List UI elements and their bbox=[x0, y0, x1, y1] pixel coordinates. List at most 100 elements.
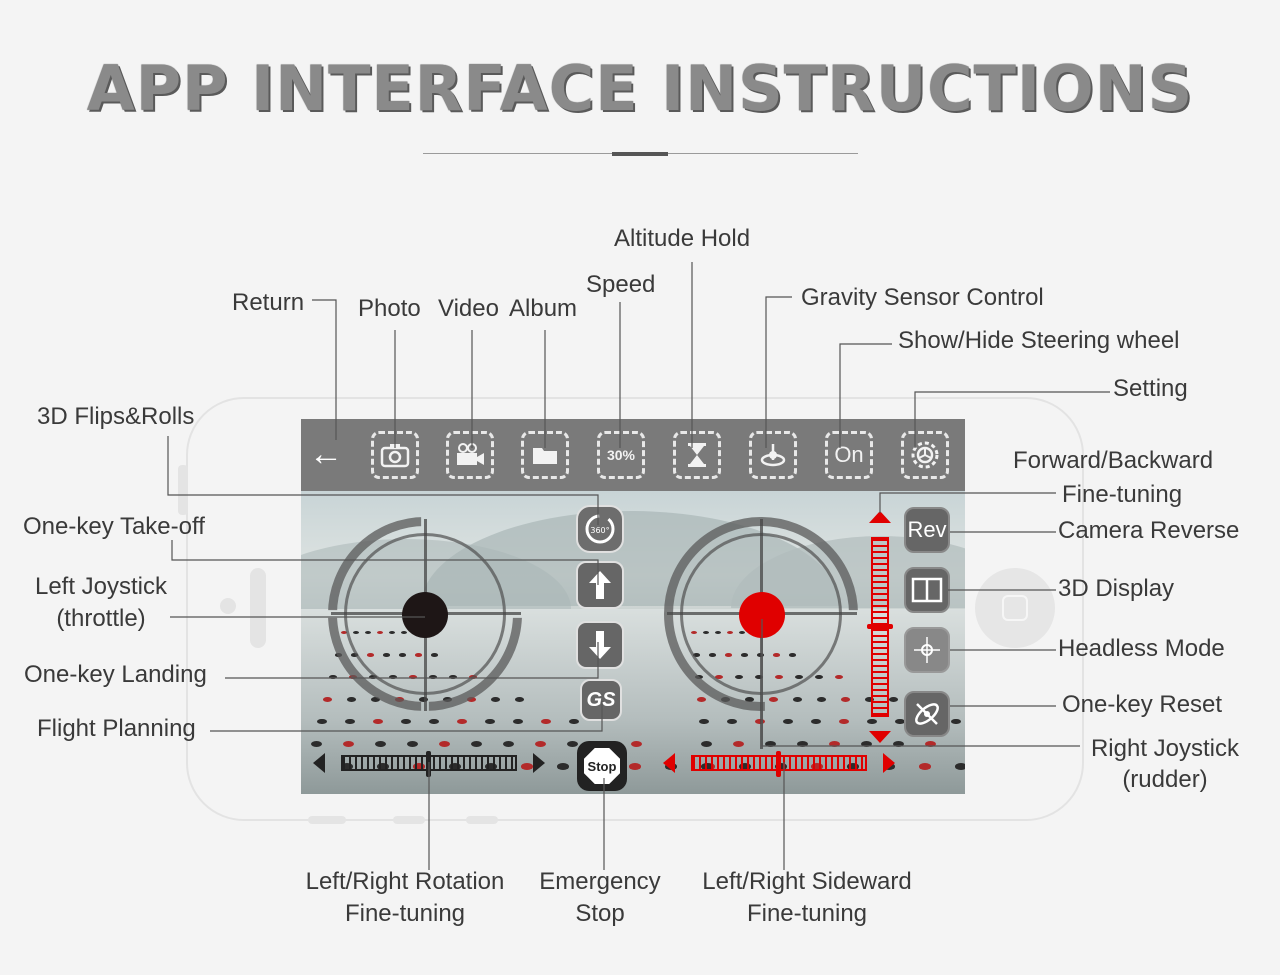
phone-side-button bbox=[178, 465, 188, 515]
fb-up-arrow-icon[interactable] bbox=[869, 511, 891, 523]
label-left-joystick: Left Joystick bbox=[34, 573, 168, 600]
sideward-left-arrow-icon[interactable] bbox=[663, 753, 675, 773]
label-landing: One-key Landing bbox=[24, 661, 207, 688]
on-toggle-icon[interactable]: On bbox=[825, 431, 873, 479]
label-album: Album bbox=[509, 295, 578, 322]
lake-marker bbox=[471, 741, 482, 747]
lake-marker bbox=[311, 741, 322, 747]
sideward-right-arrow-icon[interactable] bbox=[883, 753, 895, 773]
emergency-stop-button[interactable]: Stop bbox=[577, 741, 627, 791]
lake-marker bbox=[467, 697, 476, 702]
lake-marker bbox=[343, 741, 354, 747]
lake-marker bbox=[955, 763, 965, 770]
takeoff-button[interactable] bbox=[576, 561, 624, 609]
phone-home-button bbox=[975, 568, 1055, 648]
flight-planning-text: GS bbox=[586, 688, 616, 711]
label-right-joystick-sub: (rudder) bbox=[1122, 766, 1208, 793]
lake-marker bbox=[889, 697, 898, 702]
label-3d-flips: 3D Flips&Rolls bbox=[37, 403, 195, 430]
trim-right-arrow-icon[interactable] bbox=[533, 753, 545, 773]
fb-trim-thumb[interactable] bbox=[867, 624, 893, 629]
camera-reverse-button[interactable]: Rev bbox=[904, 507, 950, 553]
lake-marker bbox=[919, 763, 931, 770]
label-video: Video bbox=[438, 295, 499, 322]
lake-marker bbox=[503, 741, 514, 747]
lake-marker bbox=[817, 697, 826, 702]
lake-marker bbox=[765, 741, 776, 747]
label-photo: Photo bbox=[358, 295, 421, 322]
lake-marker bbox=[521, 763, 533, 770]
label-gravity-sensor: Gravity Sensor Control bbox=[801, 284, 1044, 311]
lake-marker bbox=[515, 697, 524, 702]
lake-marker bbox=[701, 741, 712, 747]
lake-marker bbox=[893, 741, 904, 747]
trim-left-arrow-icon[interactable] bbox=[313, 753, 325, 773]
label-headless-mode: Headless Mode bbox=[1058, 635, 1225, 662]
label-fb-finetuning: Forward/Backward bbox=[1013, 447, 1214, 474]
label-takeoff: One-key Take-off bbox=[23, 513, 205, 540]
camera-icon[interactable] bbox=[371, 431, 419, 479]
phone-bottom-button bbox=[466, 816, 498, 824]
lake-marker bbox=[829, 741, 840, 747]
label-steering-wheel: Show/Hide Steering wheel bbox=[898, 327, 1180, 354]
lake-marker bbox=[629, 763, 641, 770]
label-emergency-stop-sub: Stop bbox=[575, 900, 625, 927]
lake-marker bbox=[925, 741, 936, 747]
phone-bottom-button bbox=[393, 816, 425, 824]
lake-marker bbox=[793, 697, 802, 702]
label-sideward-finetuning-sub: Fine-tuning bbox=[746, 900, 868, 927]
fb-down-arrow-icon[interactable] bbox=[869, 731, 891, 743]
label-left-joystick-sub: (throttle) bbox=[56, 605, 146, 632]
label-sideward-finetuning: Left/Right Sideward bbox=[702, 868, 912, 895]
back-arrow-icon[interactable]: ← bbox=[309, 435, 343, 473]
app-screen: ← 30% On bbox=[301, 419, 965, 794]
label-one-key-reset: One-key Reset bbox=[1062, 691, 1223, 718]
phone-earpiece bbox=[250, 568, 266, 648]
lake-marker bbox=[797, 741, 808, 747]
lake-marker bbox=[323, 697, 332, 702]
hourglass-icon[interactable] bbox=[673, 431, 721, 479]
label-fb-finetuning-sub: Fine-tuning bbox=[1062, 481, 1183, 508]
title-divider-accent bbox=[612, 152, 668, 156]
sideward-trim-thumb[interactable] bbox=[776, 751, 781, 777]
phone-bottom-button bbox=[308, 816, 346, 824]
lake-marker bbox=[727, 719, 737, 725]
lake-marker bbox=[697, 697, 706, 702]
lake-marker bbox=[631, 741, 642, 747]
on-toggle-text: On bbox=[834, 442, 864, 467]
label-altitude-hold: Altitude Hold bbox=[614, 225, 751, 252]
gyroscope-icon[interactable] bbox=[749, 431, 797, 479]
flip-360-button[interactable]: 360° bbox=[576, 505, 624, 553]
rotation-trim-thumb[interactable] bbox=[426, 751, 431, 777]
lake-marker bbox=[557, 763, 569, 770]
label-emergency-stop: Emergency bbox=[539, 868, 661, 895]
label-return: Return bbox=[232, 289, 305, 316]
headless-mode-button[interactable] bbox=[904, 627, 950, 673]
lake-marker bbox=[567, 741, 578, 747]
left-joystick-knob[interactable] bbox=[402, 592, 448, 638]
lake-marker bbox=[439, 741, 450, 747]
landing-button[interactable] bbox=[576, 621, 624, 669]
label-camera-reverse: Camera Reverse bbox=[1058, 517, 1240, 544]
label-flight-planning: Flight Planning bbox=[37, 715, 196, 742]
video-camera-icon[interactable] bbox=[446, 431, 494, 479]
lake-marker bbox=[535, 741, 546, 747]
folder-icon[interactable] bbox=[521, 431, 569, 479]
lake-marker bbox=[841, 697, 850, 702]
lake-marker bbox=[733, 741, 744, 747]
lake-marker bbox=[491, 697, 500, 702]
lake-marker bbox=[769, 697, 778, 702]
gear-icon[interactable] bbox=[901, 431, 949, 479]
label-rotation-finetuning-sub: Fine-tuning bbox=[344, 900, 466, 927]
top-toolbar: ← 30% On bbox=[301, 419, 965, 491]
3d-display-button[interactable] bbox=[904, 567, 950, 613]
right-joystick-knob[interactable] bbox=[739, 592, 785, 638]
lake-marker bbox=[407, 741, 418, 747]
speed-icon[interactable]: 30% bbox=[597, 431, 645, 479]
lake-marker bbox=[699, 719, 709, 725]
lake-marker bbox=[347, 697, 356, 702]
flip-360-text: 360° bbox=[590, 526, 609, 535]
speed-value: 30% bbox=[606, 447, 636, 463]
one-key-reset-button[interactable] bbox=[904, 691, 950, 737]
flight-planning-button[interactable]: GS bbox=[580, 679, 622, 721]
